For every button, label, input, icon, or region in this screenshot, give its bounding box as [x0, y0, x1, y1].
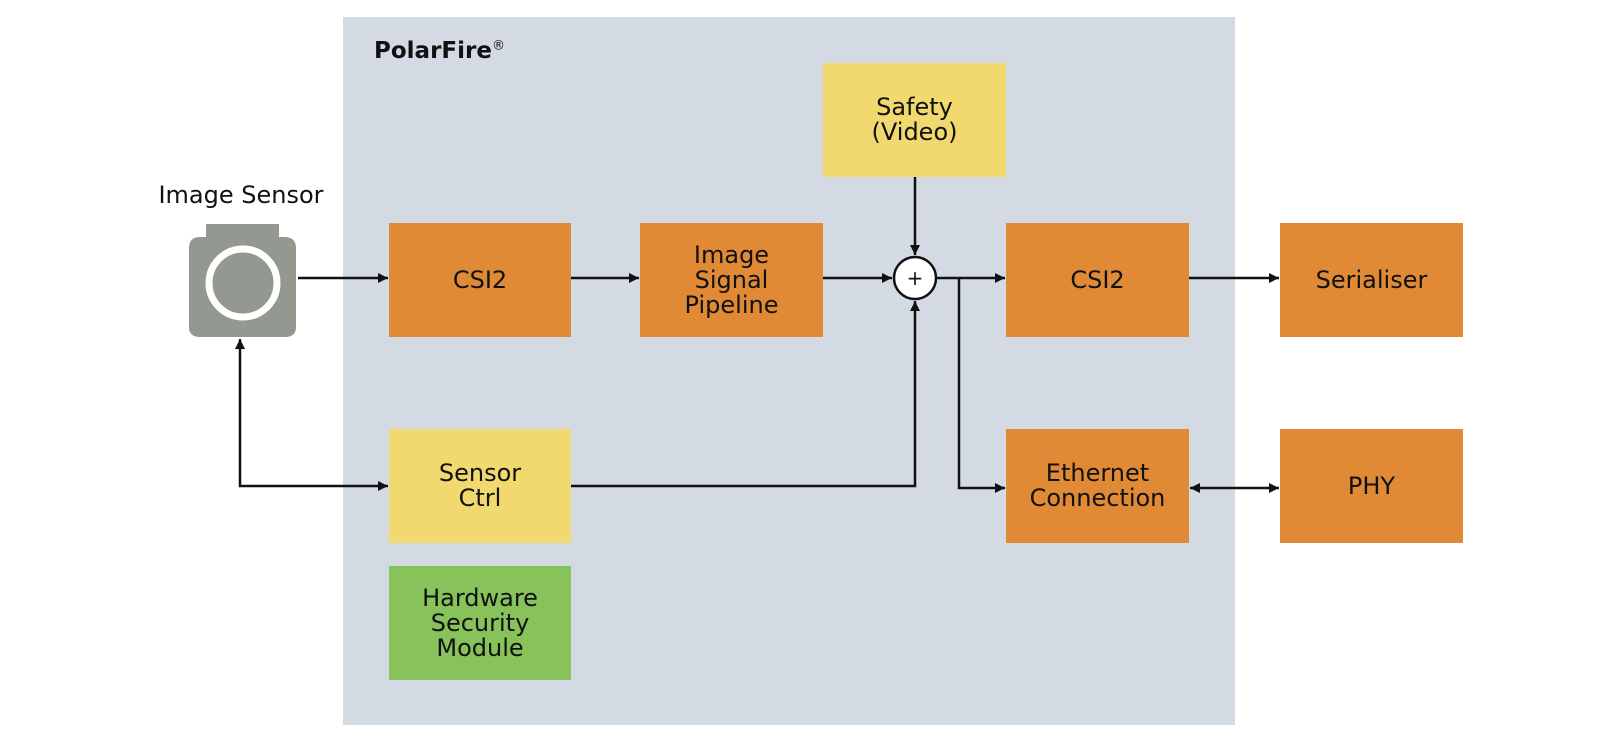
- hardware-security-module-block: Hardware Security Module: [389, 566, 571, 680]
- sensor-ctrl-block: Sensor Ctrl: [389, 429, 571, 543]
- image-signal-pipeline-block: Image Signal Pipeline: [640, 223, 823, 337]
- image-sensor-label: Image Sensor: [158, 181, 324, 209]
- wire-sensor-ctrl-to-adder: [571, 301, 920, 488]
- adder-circle: [892, 255, 938, 301]
- serialiser-block: Serialiser: [1280, 223, 1463, 337]
- camera-icon: [189, 224, 296, 337]
- safety-video-block: Safety (Video): [823, 63, 1006, 177]
- csi2-output-block: CSI2: [1006, 223, 1189, 337]
- ethernet-connection-block: Ethernet Connection: [1006, 429, 1189, 543]
- csi2-input-block: CSI2: [389, 223, 571, 337]
- wire-branch-to-ethernet: [957, 278, 1005, 493]
- registered-mark: ®: [491, 38, 505, 54]
- polarfire-title-text: PolarFire: [374, 38, 492, 64]
- wire-camera-to-sensor-ctrl: [235, 339, 388, 491]
- phy-block: PHY: [1280, 429, 1463, 543]
- polarfire-title: PolarFire®: [374, 38, 505, 64]
- adder-symbol: +: [907, 266, 924, 290]
